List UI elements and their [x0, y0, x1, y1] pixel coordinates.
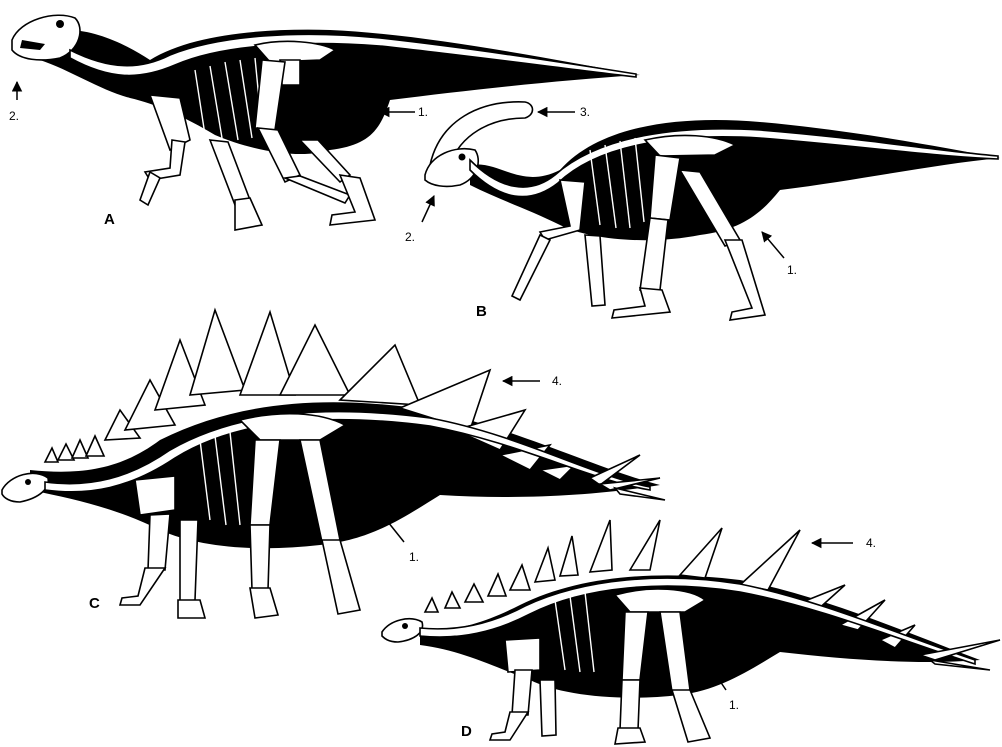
panel-label-c: C	[89, 595, 100, 612]
annot-c-1: 1.	[409, 550, 419, 564]
panel-label-b: B	[476, 303, 487, 320]
panel-label-d: D	[461, 723, 472, 740]
annot-d-4: 4.	[866, 536, 876, 550]
annot-c-4: 4.	[552, 374, 562, 388]
arrow-b-1	[762, 232, 784, 258]
annot-a-1: 1.	[418, 105, 428, 119]
skeleton-d	[382, 520, 1000, 744]
annot-b-3: 3.	[580, 105, 590, 119]
annot-b-1: 1.	[787, 263, 797, 277]
skeleton-b	[425, 102, 1000, 320]
panel-label-a: A	[104, 211, 115, 228]
annot-d-1: 1.	[729, 698, 739, 712]
annot-b-2: 2.	[405, 230, 415, 244]
annot-a-2: 2.	[9, 109, 19, 123]
arrow-b-2	[422, 196, 434, 222]
